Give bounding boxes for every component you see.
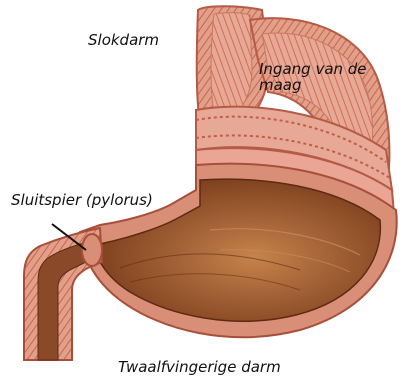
- label-esophagus: Slokdarm: [88, 33, 159, 49]
- label-stomach-entrance: Ingang van de maag: [259, 62, 369, 94]
- duodenum-shape: [24, 228, 102, 360]
- label-duodenum: Twaalfvingerige darm: [118, 360, 281, 376]
- stomach-body: [80, 164, 397, 338]
- label-pylorus: Sluitspier (pylorus): [11, 193, 153, 209]
